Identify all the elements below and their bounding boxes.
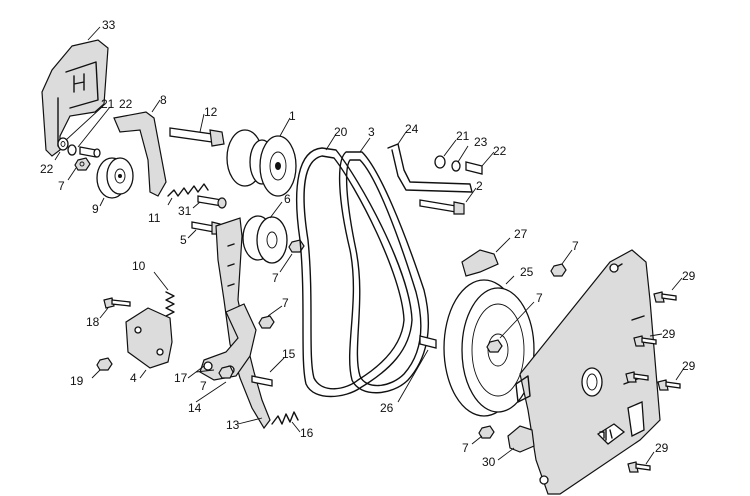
part-9-pulley [96,157,134,207]
callout-33: 33 [102,18,116,32]
callout-12: 12 [204,105,218,119]
part-7-nut-lower [471,425,495,445]
callout-5: 5 [180,233,187,247]
callout-7: 7 [272,271,279,285]
callout-9: 9 [92,202,99,216]
part-19-nut [91,357,113,379]
callout-25: 25 [520,265,534,279]
part-7-nut-upper-right [550,249,573,277]
side-frame-panel [515,249,661,495]
callout-18: 18 [86,315,100,329]
part-18-bolt [99,297,131,319]
callout-7: 7 [282,296,289,310]
callout-6: 6 [284,192,291,206]
callout-29: 29 [662,327,676,341]
callout-11: 11 [148,211,161,225]
part-26-shaft [397,335,437,403]
part-12-bolt [169,113,225,147]
part-3-belt [338,137,430,394]
part-25-pulley [443,275,535,417]
callout-21: 21 [456,129,470,143]
part-27-bracket [461,237,511,277]
part-15-pin [269,357,285,373]
callout-29: 29 [655,441,669,455]
part-2-bolt [419,187,477,215]
part-5-bolt [187,221,221,239]
callout-17: 17 [174,371,188,385]
callout-7: 7 [462,441,469,455]
part-6-pulley [242,201,305,273]
callout-22: 22 [119,97,133,111]
part-1-pulley [226,117,297,197]
callout-13: 13 [226,418,240,432]
part-33-guard [41,26,109,157]
part-20-belt [295,133,413,398]
callout-29: 29 [682,359,696,373]
part-29-bolts [625,277,685,473]
callout-31: 31 [178,204,192,218]
callout-10: 10 [132,259,146,273]
callout-15: 15 [282,347,296,361]
callout-30: 30 [482,455,496,469]
part-21-23-22-right [434,139,495,175]
part-11-spring [167,183,209,206]
callout-20: 20 [334,125,348,139]
callout-24: 24 [405,122,419,136]
callout-27: 27 [514,227,528,241]
callout-22: 22 [40,162,54,176]
part-30-bracket [497,425,535,461]
part-10-spring [153,271,175,317]
callout-29: 29 [682,269,696,283]
part-24-rod [387,131,473,193]
callout-3: 3 [368,125,375,139]
callout-16: 16 [300,426,314,440]
callout-7: 7 [536,291,543,305]
callout-22: 22 [493,144,507,158]
callout-1: 1 [289,109,296,123]
callout-19: 19 [70,374,84,388]
callout-14: 14 [188,401,202,415]
callout-8: 8 [160,93,167,107]
part-16-spring [271,411,301,433]
callout-21: 21 [101,97,115,111]
callout-26: 26 [380,401,394,415]
callout-4: 4 [130,371,137,385]
part-8-idler-arm [113,99,167,197]
callout-7: 7 [572,239,579,253]
part-31-bolt [192,195,227,209]
callout-23: 23 [474,135,488,149]
part-4-plate [125,307,173,379]
callout-7: 7 [58,179,65,193]
callout-7: 7 [200,379,207,393]
part-21-22-washers-left [54,106,111,181]
callout-2: 2 [476,179,483,193]
